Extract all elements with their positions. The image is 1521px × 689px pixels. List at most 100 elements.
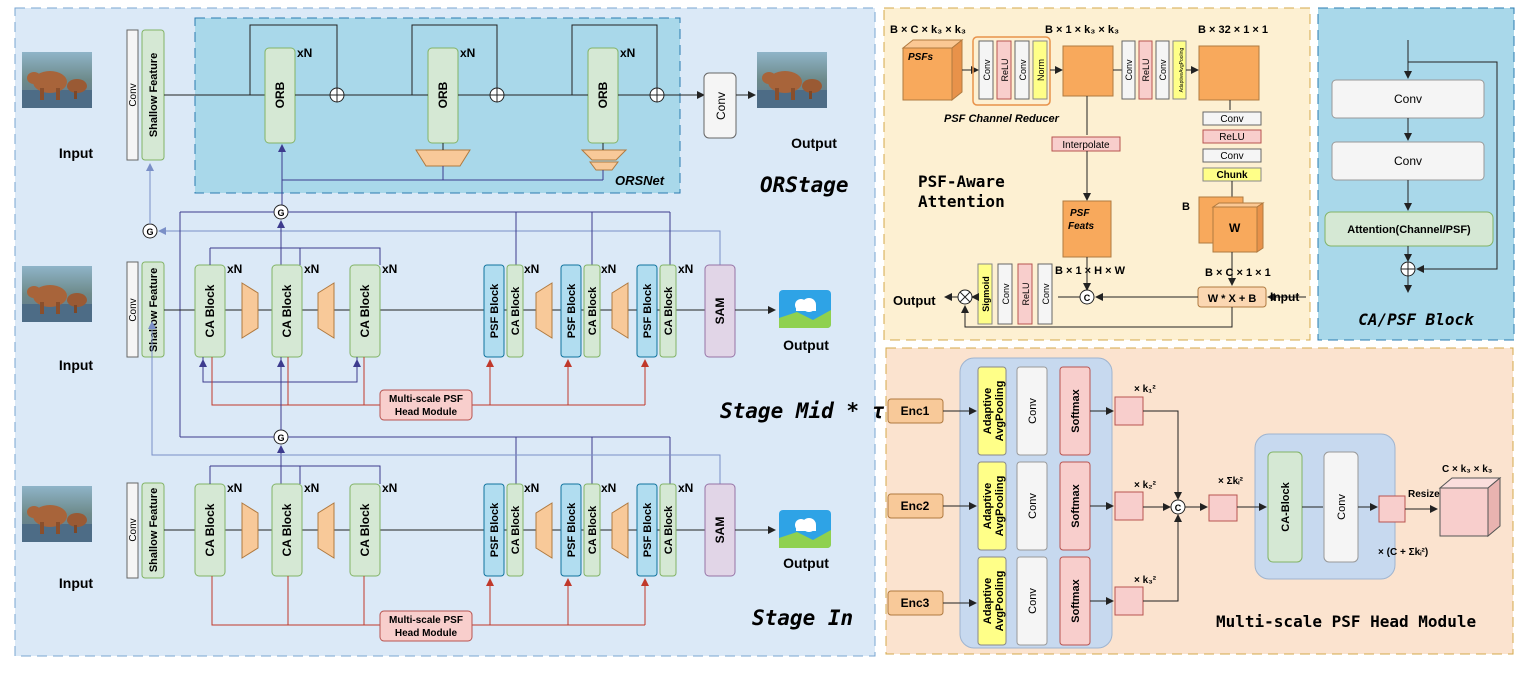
reduced-psf-box [1062,45,1114,97]
head-conv-final-label: Conv [1336,494,1348,520]
in-stage-title: Stage In [752,606,853,630]
orb-label-2: ORB [436,81,450,108]
enc1-label: Enc1 [901,404,930,418]
head-conv-1: Conv [1027,398,1039,424]
psf-aware-title-1: PSF-Aware [918,172,1005,191]
pool-3-line2: AvgPooling [994,571,1006,632]
head-module-title: Multi-scale PSF Head Module [1216,612,1476,631]
orstage-output-label: Output [791,135,837,151]
interpolate-label: Interpolate [1062,140,1110,151]
downsample-trapezoid [580,149,628,161]
in-xn-6: xN [678,481,693,495]
orb-xn-3: xN [620,46,635,60]
mid-output-label: Output [783,337,829,353]
pool-3-line1: Adaptive [982,578,994,624]
head-conv-3: Conv [1027,588,1039,614]
mid-ca-block-3: CA Block [358,284,372,337]
enc2-label: Enc2 [901,499,930,513]
in-xn-1: xN [227,481,242,495]
in-ca-small-3: CA Block [663,505,675,554]
attn-relu-2: ReLU [1219,132,1245,143]
psf-feats-line2: Feats [1068,221,1095,232]
pool-1-line1: Adaptive [982,388,994,434]
ca-psf-block: Conv Conv Attention(Channel/PSF) CA/PSF … [1324,40,1498,329]
dims-feats: B × 1 × H × W [1055,265,1126,277]
psf-aware-attention: B × C × k₃ × k₃ B × 1 × k₃ × k₃ B × 32 ×… [890,24,1306,328]
head-concat-label: C [1175,503,1182,513]
mid-psf-block-2: PSF Block [566,283,578,338]
attn-conv-3: Conv [1220,114,1243,125]
w-label: W [1229,221,1241,235]
orstage-shallow-feature: Shallow Feature [148,53,160,137]
image-placeholder-icon [779,510,831,548]
psf-feats-line1: PSF [1070,208,1090,219]
sum-label: × Σkᵢ² [1218,476,1244,487]
psf-channel-reducer-label: PSF Channel Reducer [944,113,1060,125]
in-sam-label: SAM [713,517,727,544]
in-xn-2: xN [304,481,319,495]
in-head-module [379,610,473,642]
mid-xn-6: xN [678,262,693,276]
in-ca-block-1: CA Block [203,503,217,556]
mid-stage-row: Input Conv Shallow Feature CA Block xN C… [22,247,885,423]
formula-label: W * X + B [1208,293,1257,305]
in-psf-block-1: PSF Block [489,502,501,557]
psf-aware-title-2: Attention [918,192,1005,211]
mid-ca-small-3: CA Block [663,286,675,335]
orstage-out-conv [703,72,737,139]
downsample-trapezoid [589,161,619,171]
attention-block [1324,211,1494,247]
attn-relu: ReLU [1141,58,1151,81]
mid-shallow-feature: Shallow Feature [148,268,160,352]
mid-psf-block-3: PSF Block [642,283,654,338]
psfs-cube [902,47,953,101]
reducer-conv-2: Conv [1018,59,1028,81]
mid-sam-block [704,264,736,358]
b-label: B [1182,201,1190,213]
psfs-label: PSFs [908,52,933,63]
pool-2-line1: Adaptive [982,483,994,529]
reducer-relu: ReLU [1000,58,1010,81]
mid-ca-block-2: CA Block [280,284,294,337]
orstage-input-image [22,52,92,108]
downsample-trapezoid [415,149,471,167]
image-placeholder-icon [779,290,831,328]
mid-xn-3: xN [382,262,397,276]
mid-input-image [22,266,92,322]
pool-1-line2: AvgPooling [994,381,1006,442]
mid-ca-block-1: CA Block [203,284,217,337]
mid-head-line1: Multi-scale PSF [389,394,463,405]
final-conv-2: Conv [1001,283,1011,305]
in-head-line1: Multi-scale PSF [389,615,463,626]
final-relu: ReLU [1021,282,1031,305]
attn-avgpool: AdaptiveAvgPooling [1179,47,1185,92]
dims-top-left: B × C × k₃ × k₃ [890,24,966,36]
attn-output-label: Output [893,293,936,308]
out-mult-label: × (C + Σkᵢ²) [1378,547,1428,558]
in-psf-block-2: PSF Block [566,502,578,557]
w-box [1212,206,1258,253]
ca-psf-conv-2-label: Conv [1394,154,1422,168]
in-input-image [22,486,92,542]
in-psf-block-3: PSF Block [642,502,654,557]
in-ca-block-2: CA Block [280,503,294,556]
gate-label-side: G [146,227,153,237]
in-stage-row: Input Conv Shallow Feature CA Block xN C… [22,465,853,642]
in-shallow-feature: Shallow Feature [148,488,160,572]
in-output-label: Output [783,555,829,571]
mid-conv: Conv [128,298,139,321]
mid-xn-5: xN [601,262,616,276]
in-ca-block-3: CA Block [358,503,372,556]
orb-xn-1: xN [297,46,312,60]
orsnet-label: ORSNet [615,173,665,188]
in-input-label: Input [59,575,94,591]
k1-label: × k₁² [1134,384,1156,395]
k2-label: × k₂² [1134,480,1157,491]
in-head-line2: Head Module [395,628,458,639]
in-ca-small-2: CA Block [587,505,599,554]
attn-chunk: Chunk [1216,170,1248,181]
orstage-title: ORStage [760,173,849,197]
mid-ca-small-2: CA Block [587,286,599,335]
ca-psf-title: CA/PSF Block [1358,310,1475,329]
mid-xn-2: xN [304,262,319,276]
